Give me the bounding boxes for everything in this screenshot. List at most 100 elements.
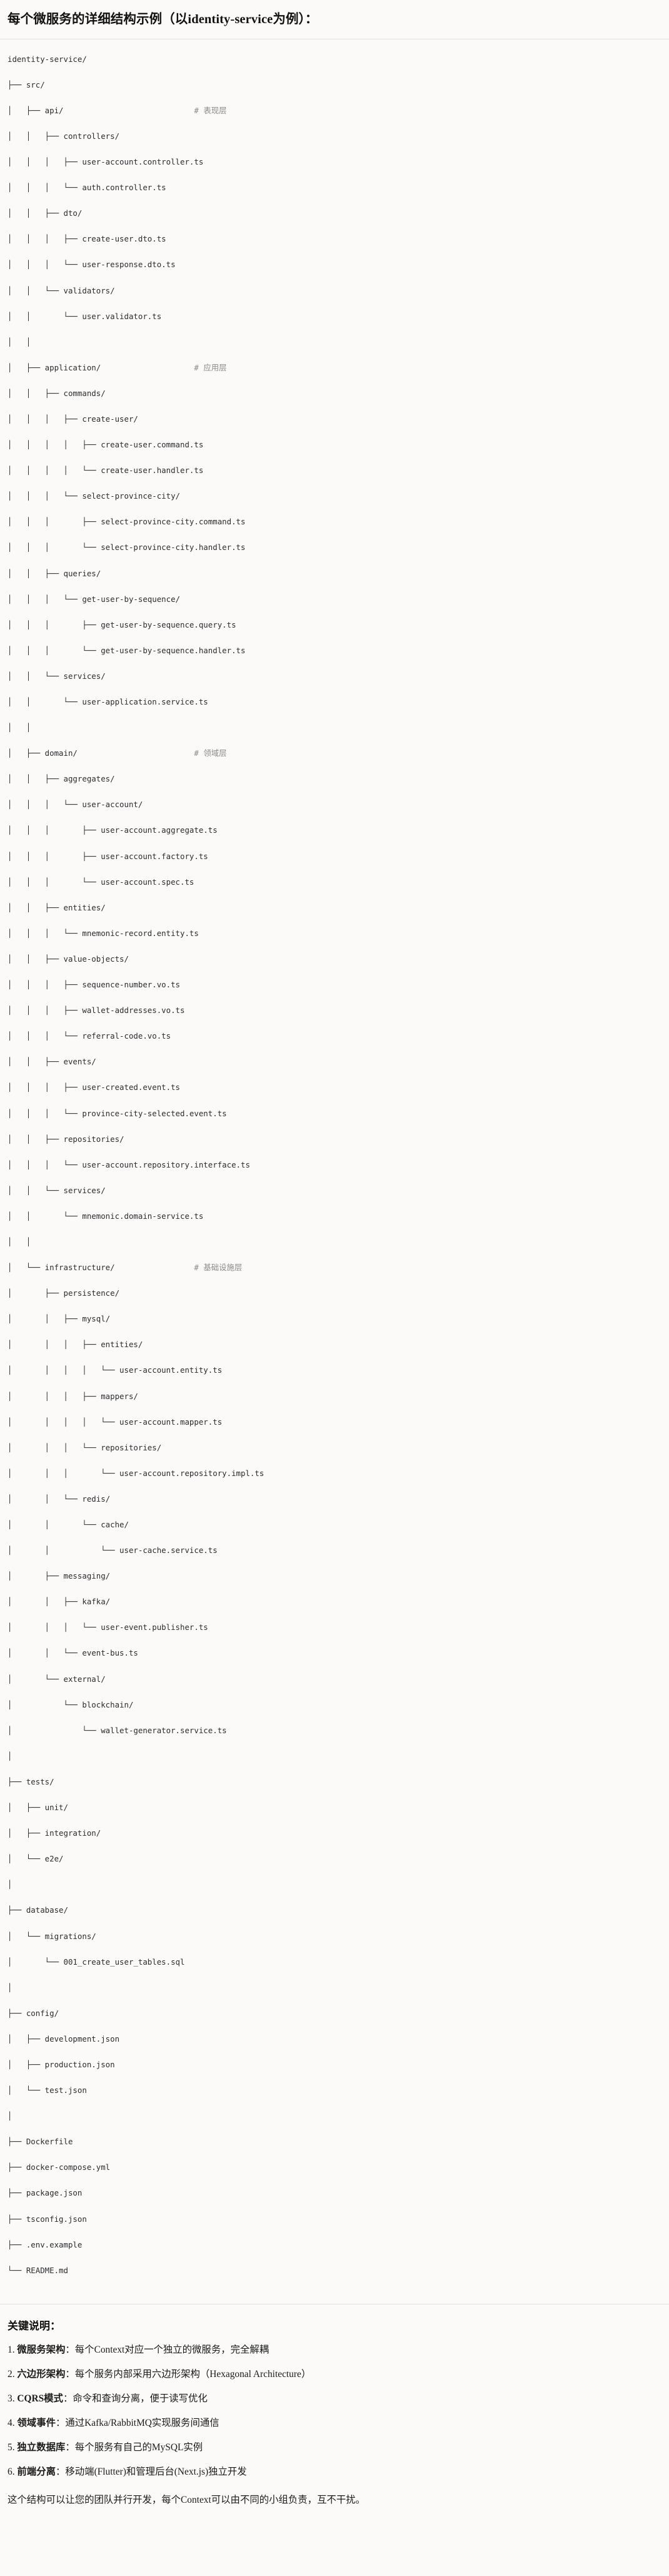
tree-line-text: │ │ └── user.validator.ts [8, 311, 162, 321]
tree-line-text: ├── Dockerfile [8, 2137, 73, 2147]
tree-line: ├── docker-compose.yml [8, 2161, 661, 2174]
tree-line-text: │ │ │ ├── user-account.aggregate.ts [8, 825, 218, 835]
tree-line: │ │ └── services/ [8, 1184, 661, 1198]
tree-line: │ └── infrastructure/ # 基础设施层 [8, 1261, 661, 1275]
tree-line-text: │ │ │ └── user-response.dto.ts [8, 260, 176, 270]
tree-line: │ │ │ └── auth.controller.ts [8, 181, 661, 195]
tree-line: │ │ ├── repositories/ [8, 1133, 661, 1146]
tree-line: ├── tests/ [8, 1776, 661, 1789]
tree-line-text: │ ├── integration/ [8, 1828, 101, 1838]
tree-line-text: │ │ │ ├── sequence-number.vo.ts [8, 980, 181, 990]
tree-line-text: │ │ │ └── repositories/ [8, 1442, 162, 1452]
tree-line: │ │ │ ├── user-account.controller.ts [8, 156, 661, 169]
tree-line-text: │ │ │ └── get-user-by-sequence.handler.t… [8, 645, 246, 655]
key-note-description: 每个Context对应一个独立的微服务，完全解耦 [74, 2344, 269, 2355]
key-note-number: 2. [8, 2368, 15, 2380]
tree-line-text: │ └── infrastructure/ [8, 1263, 115, 1273]
tree-line-text: │ │ ├── mysql/ [8, 1314, 111, 1324]
tree-line: │ │ │ ├── get-user-by-sequence.query.ts [8, 619, 661, 632]
tree-line-text: ├── docker-compose.yml [8, 2162, 111, 2172]
tree-line: │ ├── development.json [8, 2033, 661, 2046]
tree-line-text: ├── src/ [8, 79, 45, 89]
tree-line: ├── config/ [8, 2007, 661, 2020]
tree-line-text: │ └── e2e/ [8, 1854, 64, 1864]
tree-line-text: │ │ │ ├── create-user.dto.ts [8, 234, 166, 244]
tree-line-text: │ │ │ │ └── user-account.entity.ts [8, 1365, 223, 1375]
tree-comment-spacer [101, 363, 194, 372]
key-note-description: 命令和查询分离，便于读写优化 [73, 2393, 208, 2405]
tree-line: │ │ └── services/ [8, 670, 661, 683]
key-note-separator: ： [55, 2467, 66, 2478]
tree-line-text: │ └── external/ [8, 1674, 106, 1684]
tree-line-text: │ │ │ └── referral-code.vo.ts [8, 1031, 171, 1041]
tree-line: │ ├── application/ # 应用层 [8, 362, 661, 375]
key-note-number: 6. [8, 2467, 15, 2478]
tree-line: │ └── migrations/ [8, 1930, 661, 1943]
tree-line: │ │ ├── dto/ [8, 207, 661, 220]
tree-line-text: │ [8, 1982, 13, 1992]
tree-line: │ │ └── user-cache.service.ts [8, 1544, 661, 1557]
tree-line: │ └── blockchain/ [8, 1699, 661, 1712]
page-header: 每个微服务的详细结构示例（以identity-service为例）： [0, 0, 669, 39]
tree-line-text: │ │ │ ├── user-account.factory.ts [8, 851, 208, 861]
key-note-number: 3. [8, 2393, 15, 2405]
tree-line-text: │ │ │ ├── get-user-by-sequence.query.ts [8, 619, 236, 629]
key-note-description: 每个服务有自己的MySQL实例 [74, 2442, 203, 2453]
directory-tree-block: identity-service/ ├── src/ │ ├── api/ # … [0, 39, 669, 2304]
tree-line: │ │ │ │ └── create-user.handler.ts [8, 464, 661, 477]
tree-line-text: │ │ ├── controllers/ [8, 131, 120, 141]
tree-line: ├── Dockerfile [8, 2136, 661, 2149]
tree-line: │ │ ├── entities/ [8, 902, 661, 915]
tree-line: │ │ │ ├── sequence-number.vo.ts [8, 979, 661, 992]
key-note-description: 移动端(Flutter)和管理后台(Next.js)独立开发 [65, 2467, 247, 2478]
page-title: 每个微服务的详细结构示例（以identity-service为例）： [8, 13, 318, 26]
tree-line-text: │ │ └── validators/ [8, 285, 115, 295]
tree-line: │ [8, 1982, 661, 1995]
tree-line-text: │ │ │ ├── create-user/ [8, 414, 138, 424]
tree-line: │ │ │ ├── user-account.factory.ts [8, 850, 661, 863]
tree-line-text: │ │ ├── value-objects/ [8, 954, 129, 964]
tree-line-text: │ │ │ └── user-account.repository.impl.t… [8, 1468, 264, 1478]
tree-line-text: │ │ ├── aggregates/ [8, 774, 115, 784]
key-note-term: 六边形架构 [17, 2368, 66, 2380]
tree-line: ├── src/ [8, 79, 661, 92]
tree-line-text: │ [8, 2111, 13, 2121]
tree-line: │ ├── domain/ # 领域层 [8, 747, 661, 760]
tree-line: │ │ │ ├── user-account.aggregate.ts [8, 824, 661, 837]
tree-line-text: │ [8, 1880, 13, 1890]
directory-tree: identity-service/ ├── src/ │ ├── api/ # … [8, 53, 661, 2290]
key-note-item: 1. 微服务架构：每个Context对应一个独立的微服务，完全解耦 [8, 2343, 661, 2357]
tree-line-text: │ │ ├── repositories/ [8, 1134, 124, 1144]
tree-line: │ [8, 2110, 661, 2123]
tree-line-text: │ │ └── cache/ [8, 1520, 129, 1530]
tree-line: │ │ [8, 336, 661, 349]
tree-line-text: │ │ │ ├── wallet-addresses.vo.ts [8, 1005, 185, 1016]
tree-line-text: │ │ │ └── mnemonic-record.entity.ts [8, 928, 199, 938]
tree-line: │ │ ├── value-objects/ [8, 953, 661, 966]
tree-line: │ │ │ └── select-province-city/ [8, 490, 661, 503]
tree-line-text: │ │ │ └── get-user-by-sequence/ [8, 594, 181, 604]
tree-line-text: │ ├── production.json [8, 2059, 115, 2069]
tree-line-text: │ │ └── mnemonic.domain-service.ts [8, 1211, 204, 1221]
tree-line: │ │ ├── events/ [8, 1056, 661, 1069]
tree-line: │ │ │ └── province-city-selected.event.t… [8, 1107, 661, 1121]
tree-line-text: │ │ ├── commands/ [8, 388, 106, 398]
tree-line: │ │ │ └── user-account.repository.interf… [8, 1159, 661, 1172]
tree-line: │ │ ├── aggregates/ [8, 773, 661, 786]
tree-line-text: │ ├── messaging/ [8, 1571, 111, 1581]
tree-line-text: │ ├── unit/ [8, 1803, 68, 1813]
tree-line-text: │ └── migrations/ [8, 1931, 96, 1941]
tree-line: │ │ │ ├── create-user.dto.ts [8, 233, 661, 246]
tree-line-text: │ │ ├── queries/ [8, 568, 101, 578]
tree-line-comment: # 表现层 [194, 105, 227, 115]
key-note-separator: ： [65, 2368, 75, 2380]
tree-line: │ │ └── mnemonic.domain-service.ts [8, 1210, 661, 1223]
key-note-separator: ： [65, 2442, 75, 2453]
tree-line-text: │ │ │ └── province-city-selected.event.t… [8, 1108, 227, 1118]
tree-line-text: │ │ [8, 1236, 31, 1246]
tree-line-text: │ ├── application/ [8, 362, 101, 372]
key-note-item: 3. CQRS模式：命令和查询分离，便于读写优化 [8, 2391, 661, 2406]
key-note-term: 领域事件 [17, 2418, 56, 2429]
tree-line-text: │ ├── development.json [8, 2034, 120, 2044]
key-note-number: 1. [8, 2344, 15, 2355]
